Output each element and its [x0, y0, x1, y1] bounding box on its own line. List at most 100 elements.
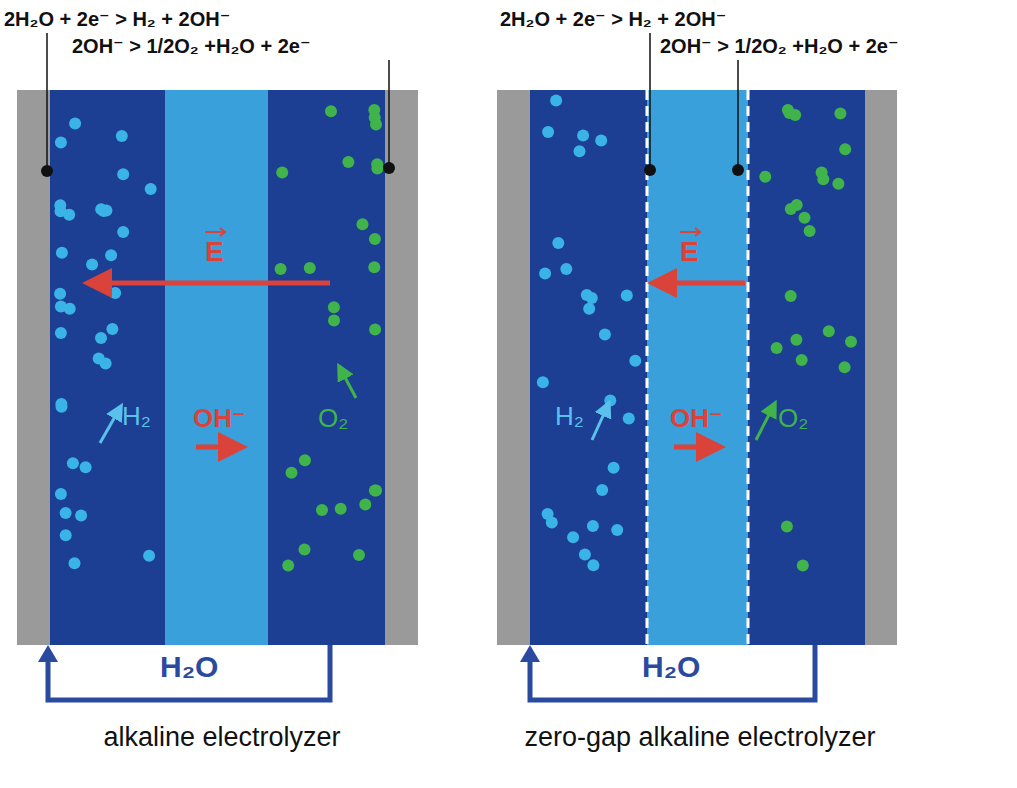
gas-bubble: [621, 289, 633, 301]
gas-arrow: [756, 405, 774, 440]
gas-bubble: [771, 342, 783, 354]
gas-bubble: [369, 233, 381, 245]
caption: alkaline electrolyzer: [103, 722, 340, 753]
gas-bubble: [789, 109, 801, 121]
gas-bubble: [282, 560, 294, 572]
gas-bubble: [328, 301, 340, 313]
gas-bubble: [342, 156, 354, 168]
gas-bubble: [98, 205, 110, 217]
gas-bubble: [299, 544, 311, 556]
cell-housing: [17, 90, 418, 645]
gas-bubble: [370, 484, 382, 496]
gas-bubble: [80, 461, 92, 473]
gas-bubble: [796, 354, 808, 366]
gas-bubble: [335, 503, 347, 515]
gas-bubble: [67, 457, 79, 469]
gas-bubble: [550, 94, 562, 106]
gas-bubble: [276, 167, 288, 179]
gas-bubble: [542, 126, 554, 138]
gas-bubble: [325, 105, 337, 117]
gas-bubbles: [54, 94, 857, 571]
gas-bubble: [552, 237, 564, 249]
gas-bubble: [117, 226, 129, 238]
gas-bubble: [55, 136, 67, 148]
gas-bubble: [286, 467, 298, 479]
gas-bubble: [804, 225, 816, 237]
reaction-equation: 2OH⁻ > 1/2O₂ +H₂O + 2e⁻: [72, 35, 310, 58]
ion-arrow: [674, 445, 716, 450]
ion-label: OH⁻: [193, 404, 246, 434]
gas-bubble: [785, 203, 797, 215]
gas-bubble: [587, 559, 599, 571]
reaction-equation: 2H₂O + 2e⁻ > H₂ + 2OH⁻: [500, 8, 726, 31]
gas-bubble: [599, 329, 611, 341]
gas-bubble: [785, 290, 797, 302]
gas-bubble: [537, 376, 549, 388]
gas-bubble: [369, 324, 381, 336]
gas-bubble: [60, 507, 72, 519]
diaphragm: [165, 90, 268, 645]
gas-bubble: [799, 212, 811, 224]
diaphragm: [647, 90, 748, 645]
gas-bubble: [304, 262, 316, 274]
gas-arrow: [100, 408, 120, 443]
gas-bubble: [596, 484, 608, 496]
gas-bubble: [145, 183, 157, 195]
gas-bubble: [93, 353, 105, 365]
gas-bubble: [316, 504, 328, 516]
gas-bubble: [546, 517, 558, 529]
gas-bubble: [95, 332, 107, 344]
gas-bubble: [55, 398, 67, 410]
electrolyte: [530, 90, 865, 645]
gas-label: O₂: [318, 404, 348, 434]
gas-bubble: [60, 529, 72, 541]
gas-bubble: [587, 520, 599, 532]
gas-bubble: [839, 361, 851, 373]
gas-bubble: [577, 130, 589, 142]
gas-bubble: [275, 263, 287, 275]
gas-bubble: [823, 325, 835, 337]
gas-bubble: [579, 549, 591, 561]
gas-bubble: [608, 462, 620, 474]
field-label: E: [205, 236, 224, 268]
gas-bubble: [834, 108, 846, 120]
gas-bubble: [611, 524, 623, 536]
gas-bubble: [370, 119, 382, 131]
water-label: H₂O: [642, 650, 700, 685]
field-arrow: [92, 281, 330, 286]
gas-bubble: [629, 355, 641, 367]
reaction-equation: 2H₂O + 2e⁻ > H₂ + 2OH⁻: [4, 8, 230, 31]
gas-bubble: [604, 394, 616, 406]
gas-bubble: [55, 488, 67, 500]
gas-bubble: [55, 205, 67, 217]
gas-bubble: [328, 315, 340, 327]
gas-bubble: [56, 247, 68, 259]
gas-bubble: [539, 267, 551, 279]
gas-bubble: [623, 413, 635, 425]
gas-bubble: [109, 287, 121, 299]
gas-bubble: [368, 104, 380, 116]
gas-bubble: [105, 249, 117, 261]
gas-bubble: [116, 130, 128, 142]
gas-bubble: [55, 327, 67, 339]
gas-label: O₂: [778, 404, 808, 434]
gas-label: H₂: [555, 402, 584, 432]
gas-bubble: [54, 288, 66, 300]
gas-bubble: [560, 263, 572, 275]
electrode: [747, 90, 750, 645]
gas-bubble: [357, 218, 369, 230]
gas-bubble: [86, 259, 98, 271]
ion-label: OH⁻: [670, 404, 723, 434]
electrode-points: [41, 162, 744, 177]
gas-bubble: [797, 560, 809, 572]
gas-bubble: [583, 303, 595, 315]
ion-arrow: [196, 445, 238, 450]
electrolyte: [50, 90, 385, 645]
gas-arrow: [592, 405, 608, 440]
gas-bubble: [567, 531, 579, 543]
cell-housing: [497, 90, 897, 645]
gas-bubble: [371, 158, 383, 170]
gas-bubble: [117, 168, 129, 180]
gas-bubble: [359, 498, 371, 510]
